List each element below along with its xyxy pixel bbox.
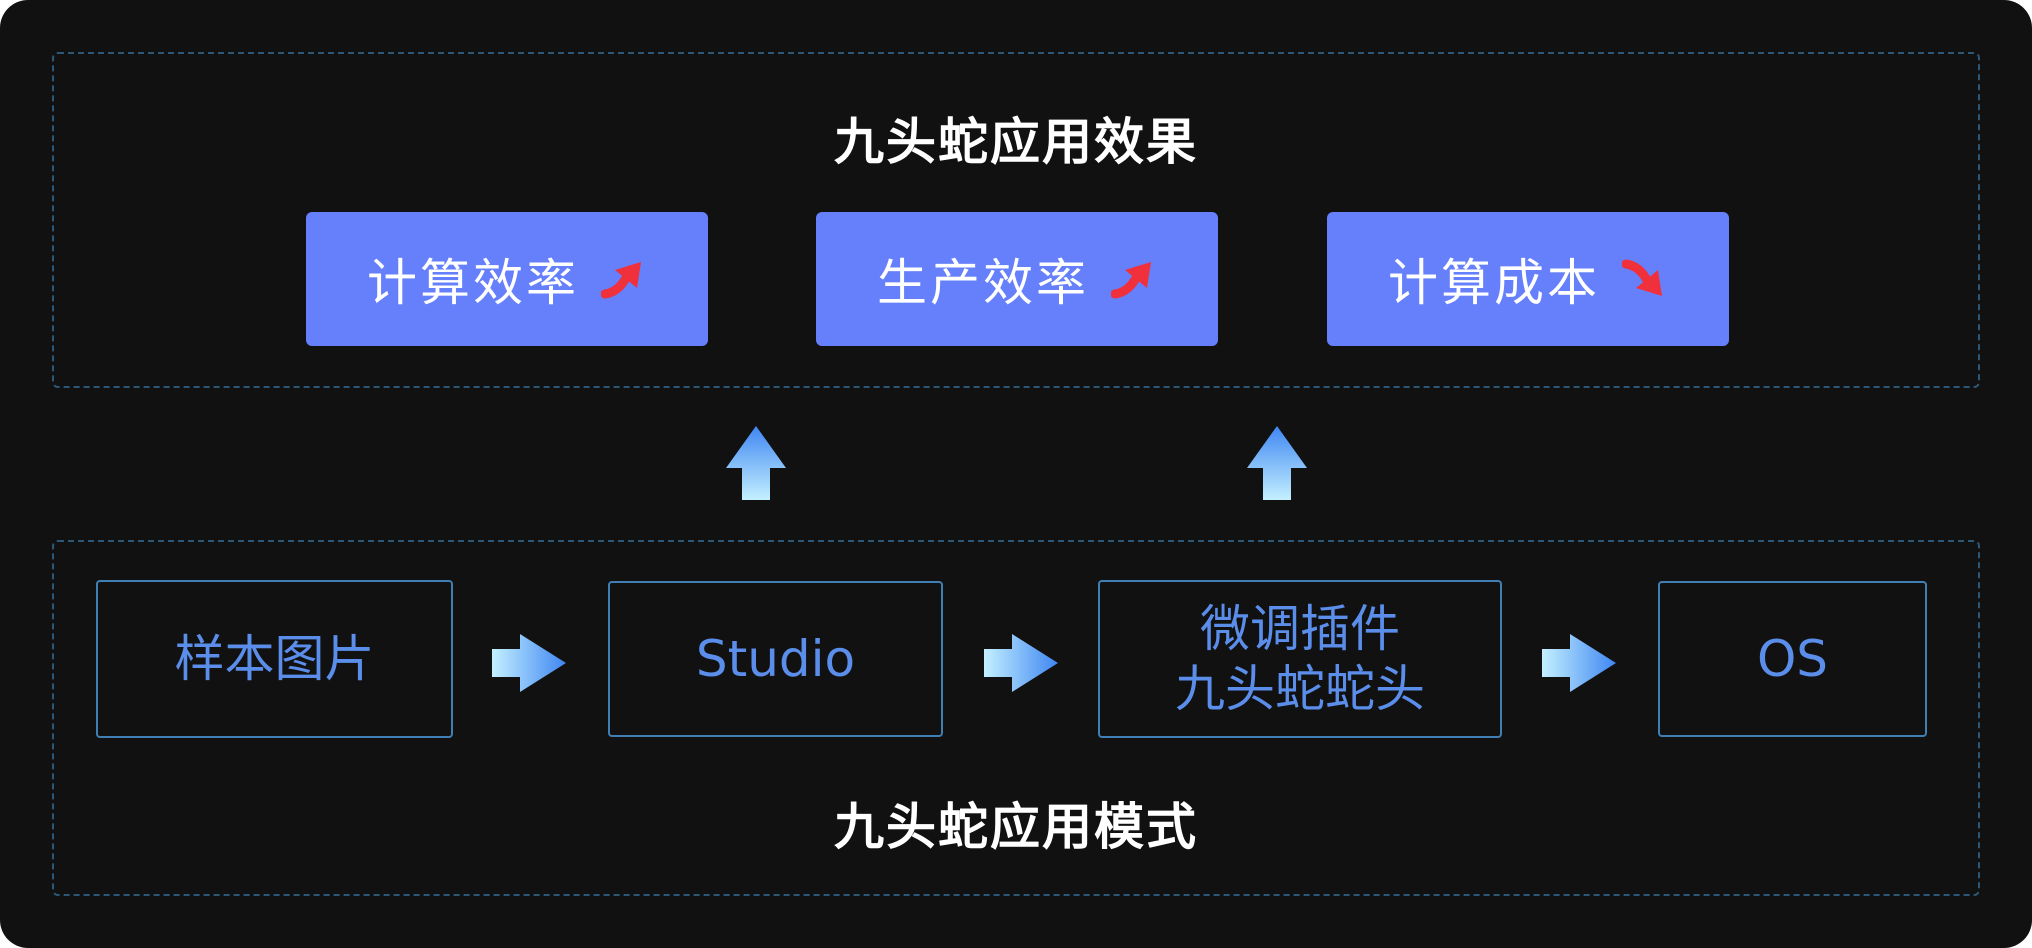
mode-step-sample-images: 样本图片	[96, 580, 453, 738]
trend-up-icon	[601, 262, 641, 299]
effect-label: 计算效率	[367, 254, 579, 312]
effects-title: 九头蛇应用效果	[834, 113, 1198, 171]
mode-step-os: OS	[1658, 581, 1927, 737]
right-arrow-icon	[492, 634, 566, 692]
mode-step-label: 样本图片	[174, 630, 375, 688]
up-arrow-icon	[1247, 426, 1307, 500]
up-arrow-icon	[726, 426, 786, 500]
effect-card-compute-cost: 计算成本	[1327, 212, 1729, 346]
effect-label: 计算成本	[1388, 254, 1600, 312]
mode-step-studio: Studio	[608, 581, 943, 737]
mode-step-label: Studio	[695, 630, 856, 688]
mode-step-finetune-plugin: 微调插件 九头蛇蛇头	[1098, 580, 1502, 738]
modes-title: 九头蛇应用模式	[834, 798, 1198, 856]
mode-step-label-line2: 九头蛇蛇头	[1175, 660, 1425, 718]
effect-label: 生产效率	[877, 254, 1089, 312]
modes-panel	[52, 540, 1980, 896]
mode-step-label-line1: 微调插件	[1200, 600, 1400, 658]
right-arrow-icon	[1542, 634, 1616, 692]
effects-panel	[52, 52, 1980, 388]
mode-step-label: OS	[1756, 630, 1829, 688]
trend-down-icon	[1622, 259, 1662, 296]
effect-card-production-efficiency: 生产效率	[816, 212, 1218, 346]
effect-card-compute-efficiency: 计算效率	[306, 212, 708, 346]
right-arrow-icon	[984, 634, 1058, 692]
trend-up-icon	[1111, 262, 1151, 299]
